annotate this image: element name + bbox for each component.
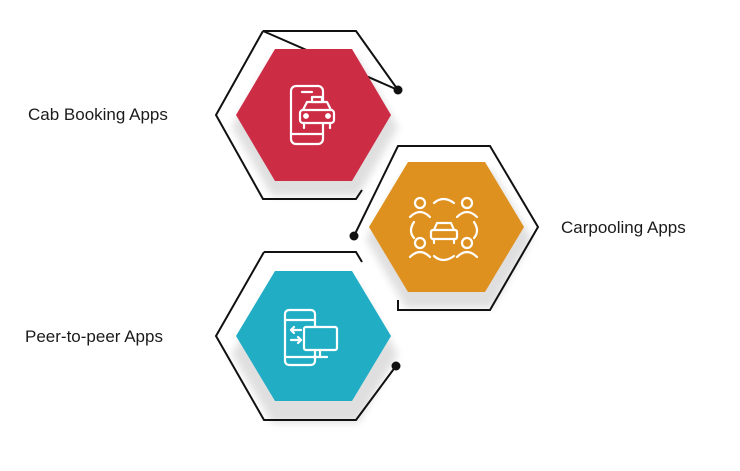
hexagon-carpooling — [349, 145, 540, 311]
hexagon-outline-lower — [214, 30, 363, 200]
carpool-people-car-icon — [408, 196, 479, 262]
hexagon-cab-booking — [214, 30, 403, 200]
hexagon-peer-to-peer — [214, 251, 401, 423]
outline-end-dot — [349, 231, 359, 241]
outline-end-dot — [393, 85, 403, 95]
hexagon-outline — [353, 145, 540, 311]
phone-taxi-icon — [289, 84, 336, 146]
label-cab-booking-apps: Cab Booking Apps — [28, 105, 168, 124]
hexagon-outline — [214, 251, 397, 421]
label-carpooling-apps: Carpooling Apps — [561, 218, 686, 237]
hexagon-outline-top — [264, 251, 363, 263]
hexagon-fill — [369, 162, 524, 292]
label-peer-to-peer-apps: Peer-to-peer Apps — [25, 327, 163, 346]
outline-end-dot — [391, 361, 401, 371]
phone-monitor-exchange-icon — [283, 308, 339, 367]
